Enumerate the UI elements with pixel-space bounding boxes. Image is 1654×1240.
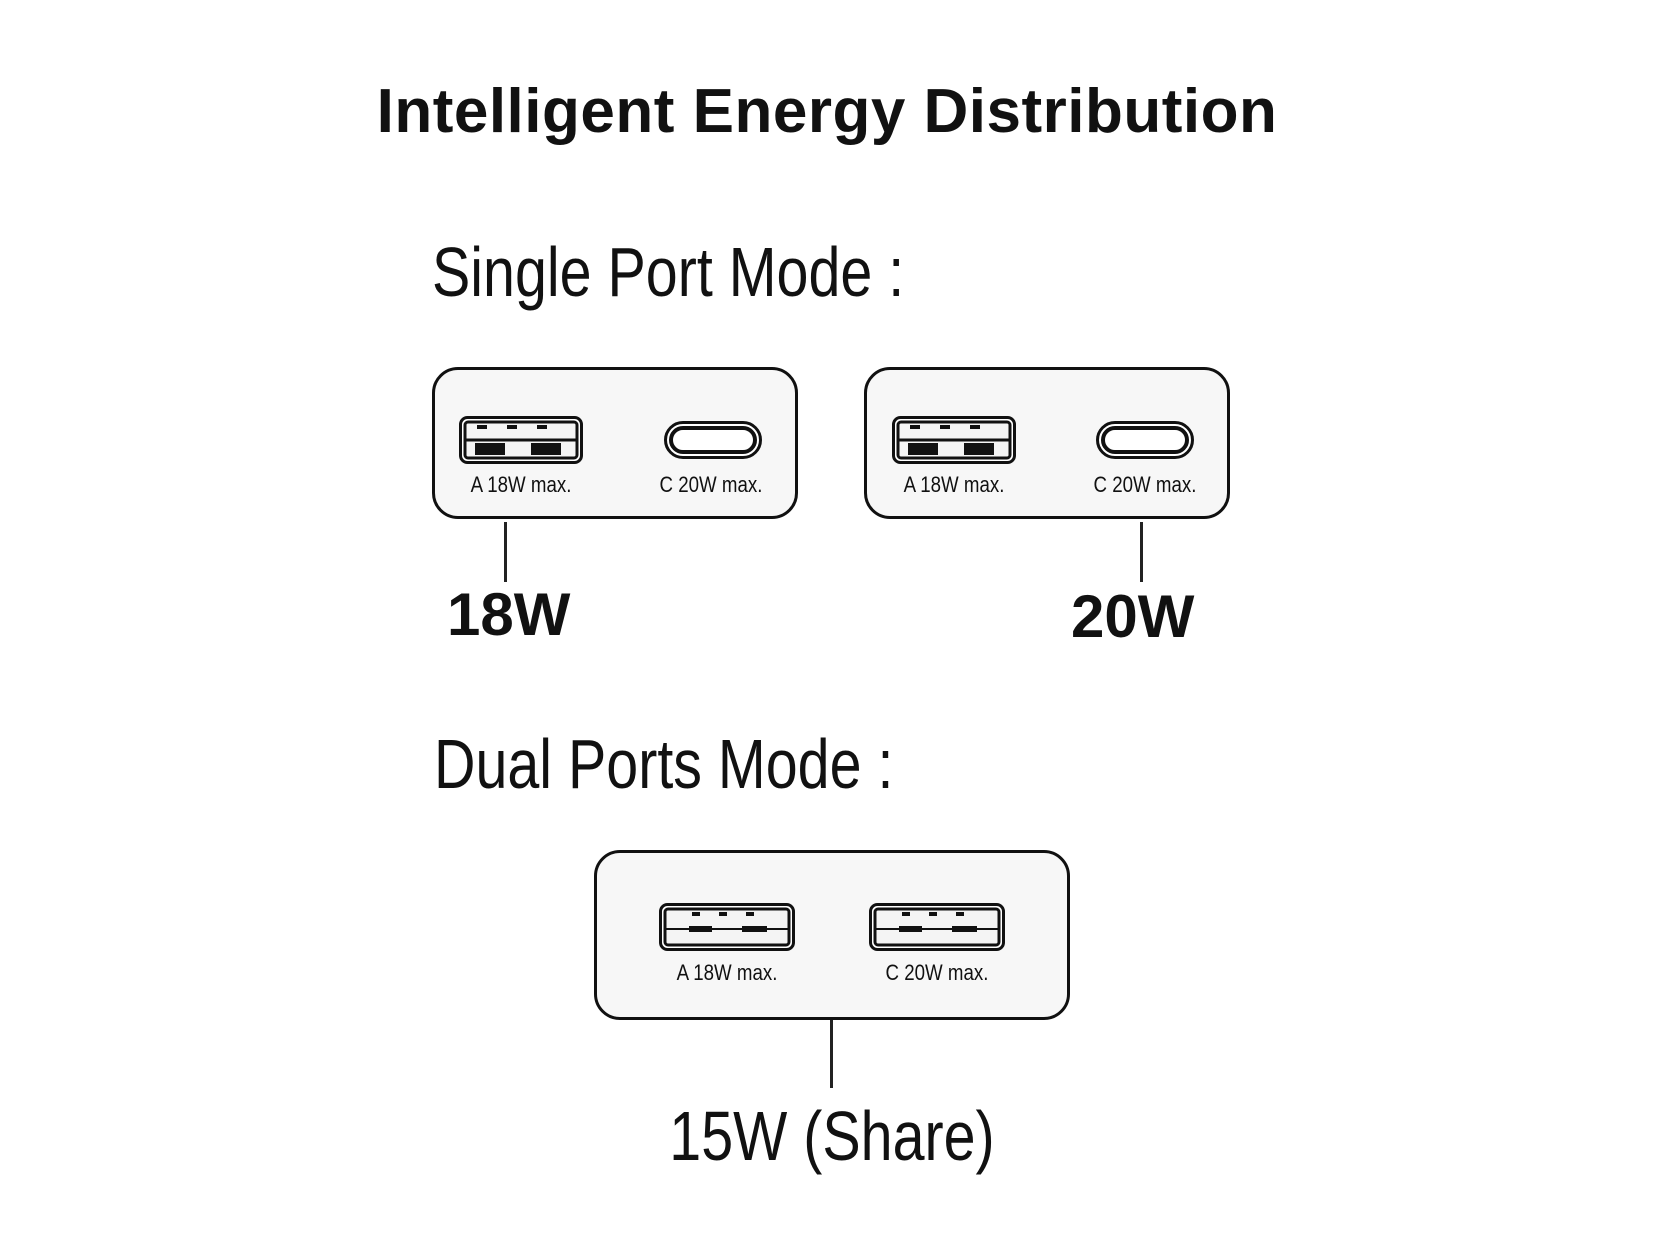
- single-mode-panel-c: A 18W max. C 20W max.: [864, 367, 1230, 519]
- usb-c-port-icon: [664, 421, 762, 459]
- single-port-mode-heading: Single Port Mode :: [432, 233, 905, 311]
- output-watt-18w: 18W: [447, 581, 571, 648]
- connector-line-c: [1140, 522, 1143, 582]
- usb-a-port-icon: [659, 903, 795, 951]
- usb-a-port-icon: [459, 416, 583, 464]
- port-label-a: A 18W max.: [903, 472, 1005, 497]
- single-mode-panel-a: A 18W max. C 20W max.: [432, 367, 798, 519]
- dual-ports-mode-heading: Dual Ports Mode :: [434, 725, 894, 803]
- connector-line-a: [504, 522, 507, 582]
- dual-mode-panel: A 18W max. C 20W max.: [594, 850, 1070, 1020]
- shared-output-label: 15W (Share): [669, 1097, 995, 1175]
- port-label-a: A 18W max.: [676, 960, 778, 985]
- connector-line-shared: [830, 1020, 833, 1088]
- output-watt-20w: 20W: [1071, 583, 1195, 650]
- port-label-a: A 18W max.: [470, 472, 572, 497]
- usb-a-port-icon: [892, 416, 1016, 464]
- port-label-c: C 20W max.: [885, 960, 989, 985]
- port-label-c: C 20W max.: [659, 472, 763, 497]
- usb-a-port-icon: [869, 903, 1005, 951]
- page-title: Intelligent Energy Distribution: [376, 77, 1278, 146]
- usb-c-port-icon: [1096, 421, 1194, 459]
- port-label-c: C 20W max.: [1093, 472, 1197, 497]
